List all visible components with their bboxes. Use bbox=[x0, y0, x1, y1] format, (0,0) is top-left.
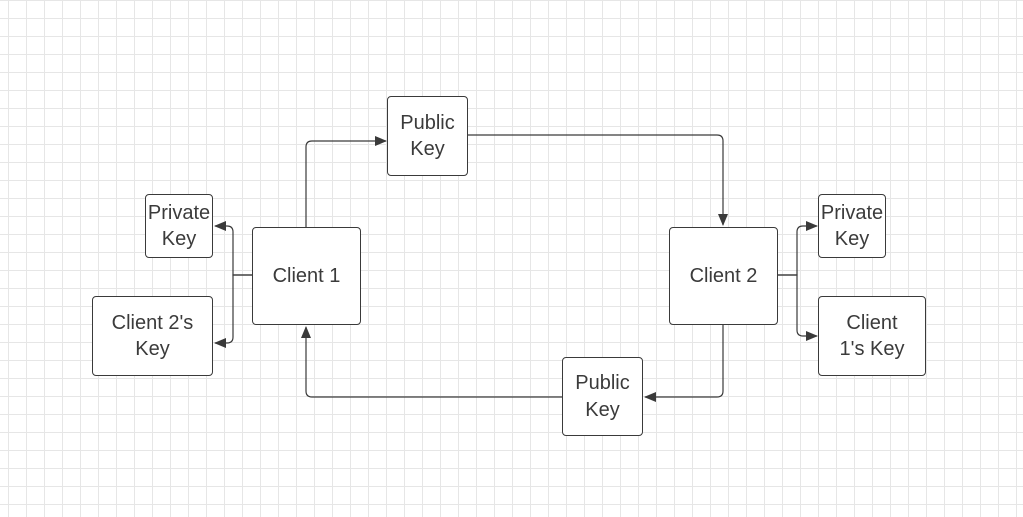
client1-private-key-label: Private Key bbox=[147, 201, 211, 250]
client1-node[interactable]: Client 1 bbox=[252, 227, 361, 325]
public-key-top-node[interactable]: Public Key bbox=[387, 96, 468, 176]
client1-private-key-node[interactable]: Private Key bbox=[145, 194, 213, 258]
connector-client1-to-client2s-key bbox=[214, 274, 252, 348]
client2-private-key-label: Private Key bbox=[820, 201, 884, 250]
connector-client1-to-public-key-top bbox=[305, 136, 387, 228]
client2-client1s-key-node[interactable]: Client 1's Key bbox=[818, 296, 926, 376]
client2-private-key-node[interactable]: Private Key bbox=[818, 194, 886, 258]
public-key-top-label: Public Key bbox=[400, 111, 455, 160]
client1-client2s-key-node[interactable]: Client 2's Key bbox=[92, 296, 213, 376]
public-key-bottom-label: Public Key bbox=[575, 372, 630, 421]
client2-client1s-key-label: Client 1's Key bbox=[839, 311, 905, 360]
client1-label: Client 1 bbox=[272, 264, 341, 287]
connector-public-key-top-to-client2 bbox=[468, 134, 728, 226]
connector-client2-to-client1s-key bbox=[778, 274, 818, 341]
connector-client2-to-private-key bbox=[778, 221, 818, 276]
connector-client2-to-public-key-bottom bbox=[644, 325, 724, 402]
client2-node[interactable]: Client 2 bbox=[669, 227, 778, 325]
client1-client2s-key-label: Client 2's Key bbox=[111, 311, 194, 360]
connector-client1-to-private-key bbox=[214, 221, 252, 276]
client2-label: Client 2 bbox=[689, 264, 758, 287]
public-key-bottom-node[interactable]: Public Key bbox=[562, 357, 643, 436]
connector-public-key-bottom-to-client1 bbox=[301, 326, 563, 398]
